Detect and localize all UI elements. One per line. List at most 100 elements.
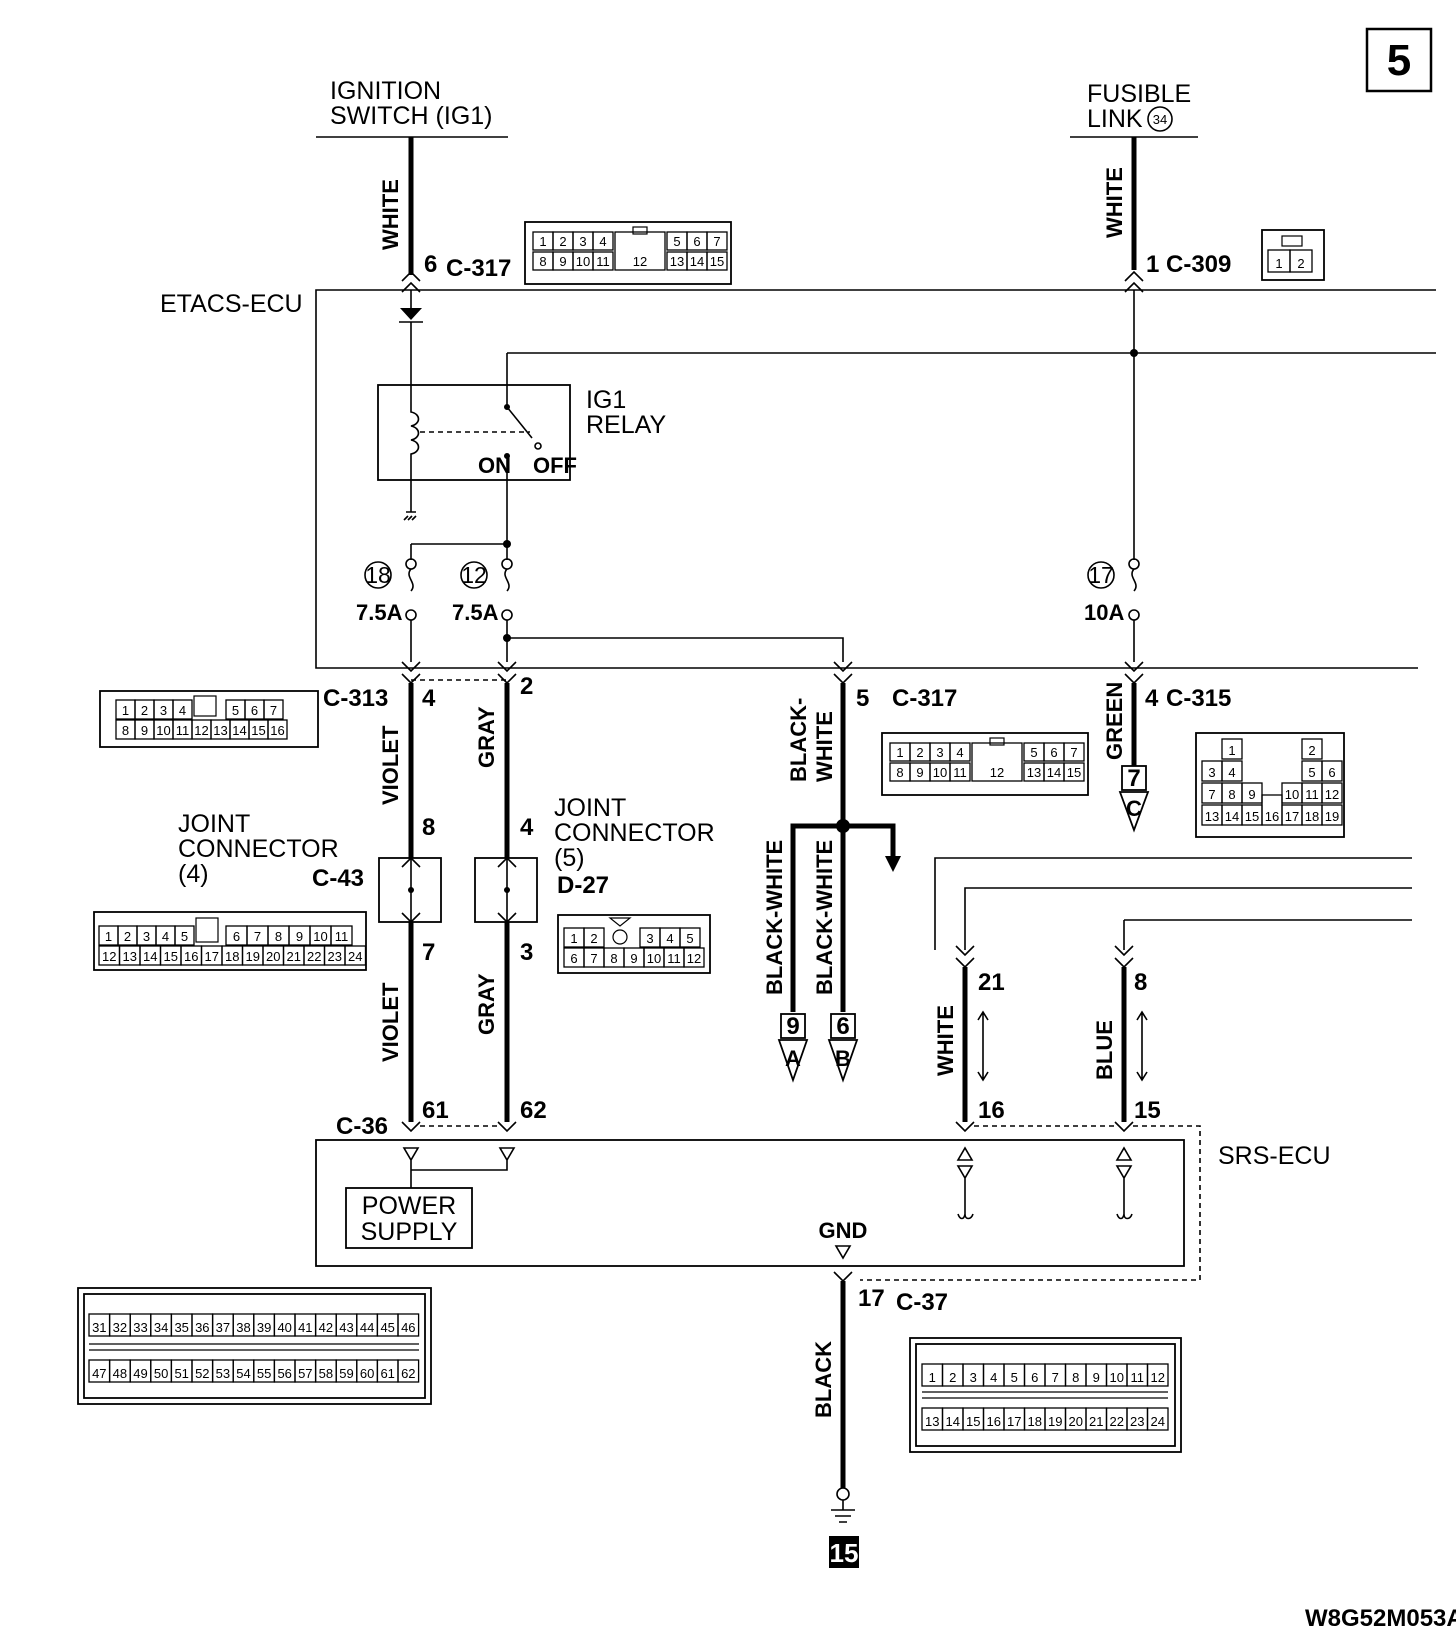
c313-pin-5: 5 xyxy=(225,699,246,720)
cf-c317b-pin-5: 5 xyxy=(1023,742,1045,762)
pin-number: 11 xyxy=(335,929,349,944)
cf-c317b-pin-6: 6 xyxy=(1043,742,1065,762)
fuse-17: 17 10A xyxy=(1084,558,1140,625)
power-supply-line1: POWER xyxy=(362,1192,456,1220)
pin-4-jc5: 4 xyxy=(520,814,534,841)
pin-number: 2 xyxy=(124,929,131,944)
c315-pin-14: 14 xyxy=(1221,804,1243,826)
wire-label-violet-upper: VIOLET xyxy=(378,725,403,805)
pin-7-jc4: 7 xyxy=(422,939,435,966)
pin-number: 13 xyxy=(670,254,684,269)
connector-c317-top-label: C-317 xyxy=(446,255,511,282)
c43-pin-2: 2 xyxy=(117,925,138,946)
c313-pin-9: 9 xyxy=(134,719,155,740)
pin-number: 3 xyxy=(579,234,586,249)
c315-pin-9: 9 xyxy=(1241,782,1263,804)
pin-number: 9 xyxy=(916,765,923,780)
cf-c317b-pin-12: 12 xyxy=(971,742,1023,782)
pin-62: 62 xyxy=(520,1097,547,1124)
c315-pin-17: 17 xyxy=(1281,804,1303,826)
c36-pin-37: 37 xyxy=(211,1313,234,1337)
ref-tag-b: 6 B xyxy=(827,1013,859,1083)
c43-pin-23: 23 xyxy=(323,945,346,966)
c315-pin-16: 16 xyxy=(1261,794,1283,826)
pin-number: 41 xyxy=(298,1320,312,1335)
c43-pin-11: 11 xyxy=(330,925,353,946)
pin-number: 11 xyxy=(596,254,610,269)
c36-pin-31: 31 xyxy=(88,1313,111,1337)
pin-number: 12 xyxy=(1325,787,1339,802)
pin-number: 24 xyxy=(1151,1414,1165,1429)
c43-pin-5: 5 xyxy=(174,925,195,946)
cf-c317b-pin-2: 2 xyxy=(909,742,931,762)
svg-text:(4): (4) xyxy=(178,860,209,888)
pin-number: 9 xyxy=(141,723,148,738)
pin-number: 4 xyxy=(990,1370,997,1385)
relay-off-label: OFF xyxy=(533,453,577,478)
srs-ecu-box xyxy=(315,1139,1185,1267)
d27-pin-6: 6 xyxy=(563,947,585,968)
c36-pin-46: 46 xyxy=(397,1313,420,1337)
c37-pin-21: 21 xyxy=(1085,1407,1108,1431)
pin-number: 3 xyxy=(143,929,150,944)
ref-tag-a: 9 A xyxy=(777,1013,809,1083)
pin-number: 2 xyxy=(916,745,923,760)
d27-pin-2: 2 xyxy=(583,927,605,948)
pin-number: 32 xyxy=(113,1320,127,1335)
srs-ecu-label: SRS-ECU xyxy=(1218,1142,1331,1170)
pin-number: 1 xyxy=(1228,743,1235,758)
c37-pin-23: 23 xyxy=(1126,1407,1149,1431)
connector-c43-label: C-43 xyxy=(312,865,364,892)
pin-number: 2 xyxy=(1297,256,1304,271)
c315-pin-11: 11 xyxy=(1301,782,1323,804)
svg-text:SWITCH (IG1): SWITCH (IG1) xyxy=(330,102,493,130)
pin-number: 45 xyxy=(380,1320,394,1335)
cf-c317b-pin-3: 3 xyxy=(929,742,951,762)
connector-d27-label: D-27 xyxy=(557,872,609,899)
pin-number: 15 xyxy=(710,254,724,269)
c43-pin-18: 18 xyxy=(221,945,244,966)
pin-number: 2 xyxy=(559,234,566,249)
c36-pin-34: 34 xyxy=(150,1313,173,1337)
pin-number: 24 xyxy=(348,949,362,964)
pin-number: 51 xyxy=(174,1366,188,1381)
pin-number: 35 xyxy=(174,1320,188,1335)
pin-6-c317: 6 xyxy=(424,251,437,278)
pin-number: 1 xyxy=(1275,256,1282,271)
pin-number: 37 xyxy=(216,1320,230,1335)
cf-c317b-pin-15: 15 xyxy=(1063,762,1085,782)
pin-number: 1 xyxy=(539,234,546,249)
pin-number: 10 xyxy=(156,723,170,738)
cf-c317a-pin-7: 7 xyxy=(706,231,728,251)
c43-pin-14: 14 xyxy=(139,945,162,966)
pin-number: 16 xyxy=(1265,809,1279,824)
c37-pin-2: 2 xyxy=(941,1363,964,1387)
c315-pin-12: 12 xyxy=(1321,782,1343,804)
c36-pin-51: 51 xyxy=(170,1359,193,1383)
c313-pin-11: 11 xyxy=(172,719,193,740)
pin-number: 16 xyxy=(270,723,284,738)
c37-pin-19: 19 xyxy=(1044,1407,1067,1431)
svg-text:34: 34 xyxy=(1153,112,1167,127)
c37-pin-12: 12 xyxy=(1146,1363,1169,1387)
wire-label-green: GREEN xyxy=(1102,682,1127,760)
c313-pin-8: 8 xyxy=(115,719,136,740)
wire-label-violet-lower: VIOLET xyxy=(378,982,403,1062)
c37-pin-17: 17 xyxy=(1003,1407,1026,1431)
c43-pin-15: 15 xyxy=(159,945,182,966)
c43-pin-21: 21 xyxy=(282,945,305,966)
c315-pin-19: 19 xyxy=(1321,804,1343,826)
c43-pin-19: 19 xyxy=(241,945,264,966)
c313-pin-1: 1 xyxy=(115,699,136,720)
etacs-ecu-box xyxy=(315,289,1436,669)
c36-pin-59: 59 xyxy=(335,1359,358,1383)
c313-pin-14: 14 xyxy=(229,719,250,740)
svg-text:A: A xyxy=(785,1046,801,1071)
svg-text:(5): (5) xyxy=(554,844,585,872)
joint-connector-5-label: JOINT CONNECTOR (5) xyxy=(554,794,715,872)
pin-number: 10 xyxy=(576,254,590,269)
pin-number: 15 xyxy=(164,949,178,964)
pin-number: 59 xyxy=(339,1366,353,1381)
pin-number: 9 xyxy=(1093,1370,1100,1385)
cf-c317a-pin-9: 9 xyxy=(552,251,574,271)
